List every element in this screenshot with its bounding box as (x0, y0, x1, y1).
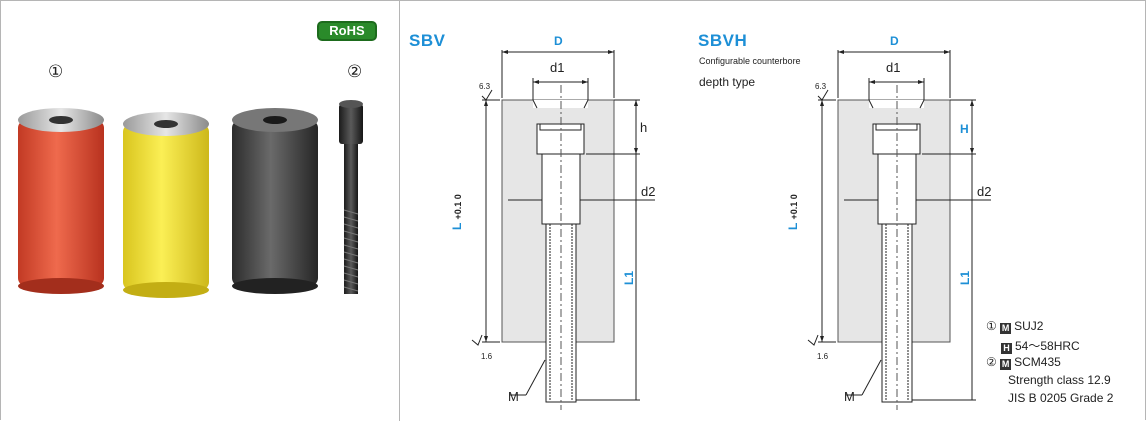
sbvh-rough-top: 6.3 (815, 82, 827, 91)
spec-line-4: Strength class 12.9 (1008, 373, 1111, 387)
sbvh-label-M: M (844, 389, 855, 404)
sbvh-label-L-text: L (786, 222, 800, 230)
sbv-label-L1: L1 (622, 270, 636, 285)
sbv-label-M: M (508, 389, 519, 404)
sbvh-label-L-tol: +0.1 0 (789, 194, 799, 220)
sbv-label-d2: d2 (641, 184, 656, 199)
sbvh-rough-bottom: 1.6 (817, 352, 829, 361)
sbv-label-d1: d1 (550, 60, 565, 75)
sbv-label-L-tol: +0.1 0 (453, 194, 463, 220)
spec-marker-1: ① (986, 319, 997, 333)
sbvh-label-d1: d1 (886, 60, 901, 75)
hardness-mark-icon: H (1001, 343, 1012, 354)
sbvh-subnote: Configurable counterbore (699, 56, 801, 66)
sbv-label-L: L +0.1 0 (450, 194, 464, 230)
sbvh-label-D: D (890, 34, 899, 48)
rohs-badge: RoHS (317, 21, 377, 41)
socket-bolt (339, 100, 363, 294)
spec-hardness: 54〜58HRC (1015, 339, 1080, 353)
marker-1: ① (48, 62, 64, 82)
product-photos (18, 100, 363, 298)
spec-marker-2: ② (986, 355, 997, 369)
sbvh-label-L1: L1 (958, 270, 972, 285)
sbv-label-L-text: L (450, 222, 464, 230)
sbv-label-D: D (554, 34, 563, 48)
sbv-drawing (471, 50, 655, 410)
sbv-rough-bottom: 1.6 (481, 352, 493, 361)
red-collar (18, 108, 104, 294)
material-mark-icon: M (1000, 323, 1012, 334)
sbvh-drawing (807, 50, 991, 410)
sbvh-label-H: H (960, 122, 969, 136)
material-mark-icon: M (1000, 359, 1012, 370)
panel-divider (399, 0, 400, 421)
spec-material-1: SUJ2 (1014, 319, 1044, 333)
black-collar (232, 108, 318, 294)
spec-line-5: JIS B 0205 Grade 2 (1008, 391, 1114, 405)
sbvh-title: SBVH (698, 31, 748, 50)
sbvh-label-L: L +0.1 0 (786, 194, 800, 230)
yellow-collar (123, 112, 209, 298)
sbvh-label-d2: d2 (977, 184, 992, 199)
sbvh-subnote2: depth type (699, 75, 756, 89)
marker-2: ② (347, 62, 363, 82)
sbv-label-h: h (640, 120, 648, 135)
sbv-rough-top: 6.3 (479, 82, 491, 91)
sbv-title: SBV (409, 31, 446, 50)
spec-material-2: SCM435 (1014, 355, 1061, 369)
